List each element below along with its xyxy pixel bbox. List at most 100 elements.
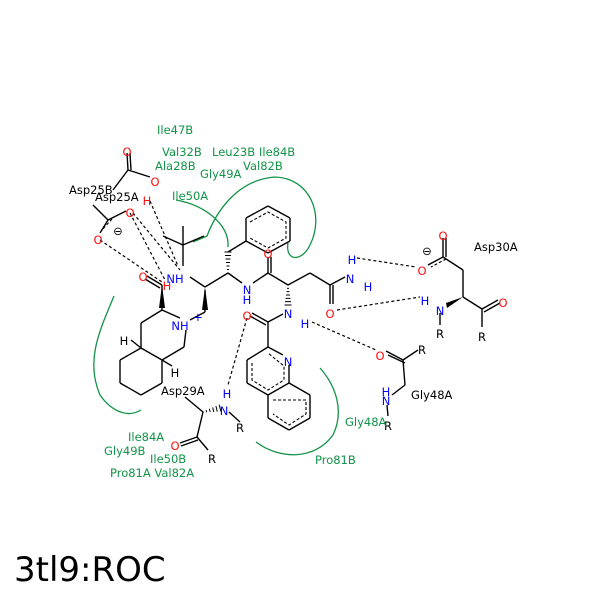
hydrophobic-ile50b: Ile50B (150, 452, 186, 466)
bond (161, 359, 173, 367)
bond (402, 349, 419, 361)
wedge-bond (159, 285, 165, 308)
hydrophobic-val82b: Val82B (243, 159, 283, 173)
hydrophobic-gly49a: Gly49A (200, 167, 242, 181)
bond (129, 152, 132, 171)
delocalized-bond (100, 218, 113, 232)
bond (112, 169, 129, 191)
bond (246, 346, 269, 361)
hydrophobic-pro81b: Pro81B (315, 453, 356, 467)
bond (227, 240, 247, 253)
delocalized-bond (430, 258, 447, 268)
bond (182, 235, 205, 246)
hashed-bond (215, 405, 218, 412)
wedge-bond (446, 297, 463, 308)
atom-label-h: H (301, 317, 310, 331)
residue-asp30a: Asp30A (474, 240, 518, 254)
bond (227, 272, 243, 284)
bond (144, 278, 161, 289)
atom-label-o: O (125, 206, 134, 220)
hydrophobic-ile84b: Ile84B (259, 145, 295, 159)
atom-label-h: H (382, 385, 391, 399)
hydrogen-bond (149, 200, 179, 267)
bond (161, 346, 185, 361)
hydrophobic-ile50a: Ile50A (172, 189, 208, 203)
hydrophobic-labels: Ile47B Val32B Ala28B Leu23B Ile84B Val82… (104, 123, 387, 480)
bond (140, 347, 163, 361)
bond (391, 384, 406, 396)
bond (267, 205, 291, 219)
structure-id-title: 3tl9:ROC (14, 550, 166, 590)
aromatic-bond (251, 352, 285, 391)
bond (228, 411, 241, 423)
residue-gly48a: Gly48A (411, 388, 453, 402)
residue-asp29a: Asp29A (161, 384, 205, 398)
hydrogen-bond (311, 321, 377, 351)
atom-label-r: R (208, 452, 216, 466)
hydrogen-bond (356, 257, 417, 268)
bonds (92, 152, 501, 451)
bond (252, 272, 269, 284)
bond (189, 276, 206, 288)
atom-label-minus: ⊖ (113, 224, 123, 238)
hydrophobic-contacts (93, 176, 339, 456)
bond (119, 347, 142, 361)
hydrophobic-pro81a-val82a: Pro81A Val82A (110, 466, 194, 480)
bond (130, 339, 142, 349)
atom-label-n: N (382, 394, 391, 408)
hydrophobic-ile84a: Ile84A (128, 430, 164, 444)
atom-label-o: O (263, 247, 272, 261)
hashed-bond (212, 407, 215, 412)
atom-label-n: N (243, 283, 252, 297)
bond (386, 404, 389, 417)
bond (179, 436, 198, 444)
hydrophobic-arc (192, 176, 317, 259)
aromatic-bond (272, 399, 307, 426)
bond (462, 296, 483, 310)
bond (245, 240, 269, 254)
atom-label-h: H (223, 387, 232, 401)
bond (427, 256, 444, 266)
bond (245, 205, 269, 219)
wedge-bond (202, 287, 208, 310)
hydrophobic-leu23b: Leu23B (212, 145, 255, 159)
residue-labels: Asp25B Asp25A Asp29A Asp30A Gly48A (69, 183, 518, 402)
bond (196, 436, 209, 451)
bond (251, 312, 269, 323)
bond (287, 272, 311, 286)
atom-label-n: N (436, 304, 445, 318)
hydrophobic-val32b: Val32B (162, 145, 202, 159)
bond (184, 396, 204, 413)
hydrogen-bond (99, 239, 163, 283)
bond (204, 272, 229, 288)
bond (146, 275, 163, 286)
hydrogen-bond (132, 212, 181, 271)
bond (288, 417, 311, 431)
atom-label-h: H (348, 253, 357, 267)
bond (183, 329, 187, 348)
atom-label-h: H (143, 194, 152, 208)
bond (267, 240, 291, 254)
atom-labels: OOHOO⊖OHNHNH+HHONHNHONONHHHNRORO⊖OHNRORO… (93, 145, 507, 466)
residue-asp25b: Asp25B (69, 183, 113, 197)
hashed-bond (208, 408, 211, 413)
bond (189, 311, 206, 321)
bond (140, 309, 163, 324)
bond (442, 256, 464, 271)
aromatic-bond (249, 211, 287, 249)
atom-label-h: H (120, 334, 129, 348)
atom-label-r: R (418, 343, 426, 357)
bond (196, 411, 204, 438)
residue-asp25a: Asp25A (95, 190, 139, 204)
bond (119, 382, 142, 396)
hydrophobic-arc (93, 295, 142, 415)
hydrogen-bond (336, 296, 421, 311)
hydrogen-bonds (99, 200, 421, 386)
atom-label-h: H (171, 366, 180, 380)
bond (92, 204, 109, 221)
atom-label-o: O (170, 439, 179, 453)
hashed-bond (218, 404, 222, 412)
atom-label-n: N (284, 355, 293, 369)
atom-label-r: R (384, 419, 392, 433)
